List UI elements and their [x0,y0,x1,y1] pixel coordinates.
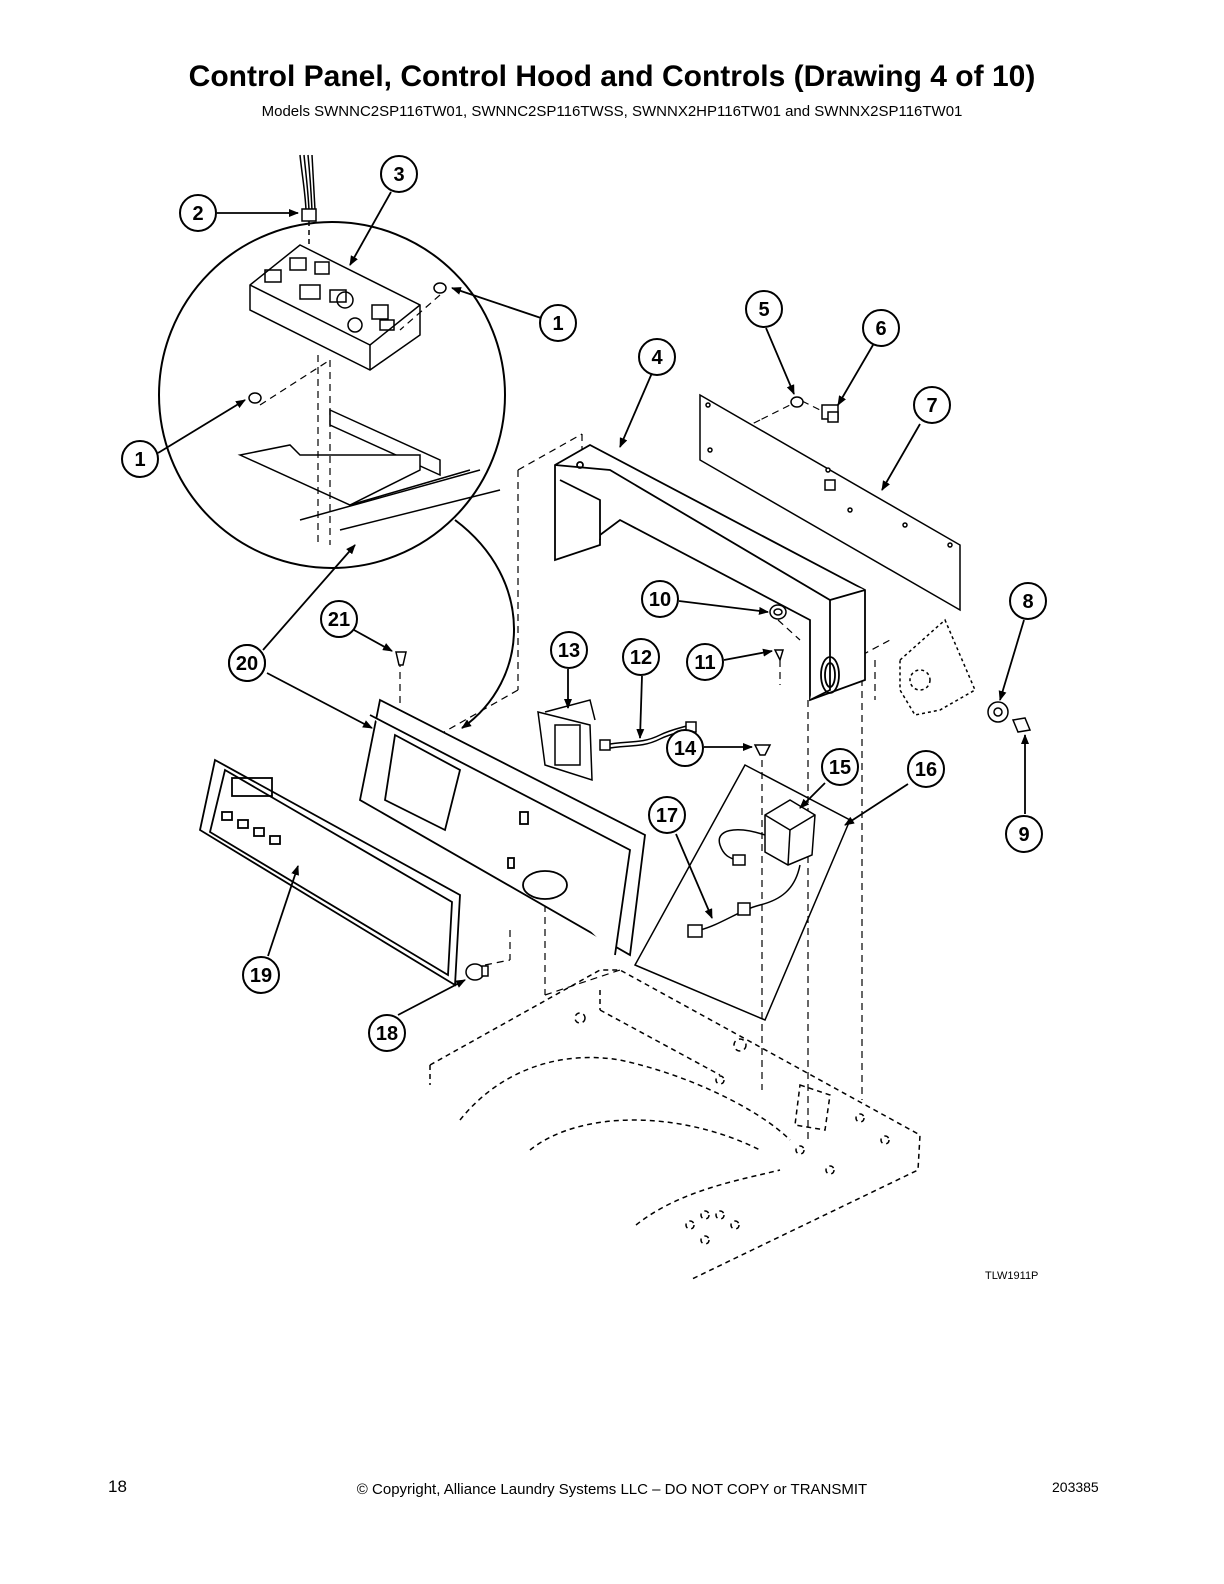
callout-circle [821,748,859,786]
small-screw-parts [395,651,772,756]
transformer-part [764,799,816,866]
callout-7: 7 [913,386,951,424]
callout-1: 1 [121,440,159,478]
harness-part-17 [687,829,801,938]
callout-circle [550,631,588,669]
callout-circle [622,638,660,676]
callout-1: 1 [539,304,577,342]
callout-10: 10 [641,580,679,618]
control-hood-part [554,443,866,702]
alignment-lines [259,294,891,1140]
callout-circle [228,644,266,682]
callout-3: 3 [380,155,418,193]
callout-8: 8 [1009,582,1047,620]
callout-label: 8 [1022,591,1033,613]
callout-label: 17 [656,805,678,827]
page-number: 18 [108,1477,127,1496]
callout-label: 12 [630,647,652,669]
callout-circle [539,304,577,342]
callout-label: 2 [192,203,203,225]
drawing-id: TLW1911P [985,1270,1039,1282]
callout-label: 6 [875,318,886,340]
callout-label: 4 [651,347,663,369]
callout-circle [641,580,679,618]
callout-5: 5 [745,290,783,328]
callout-14: 14 [666,729,704,767]
page-subtitle: Models SWNNC2SP116TW01, SWNNC2SP116TWSS,… [261,103,963,120]
callout-circle [666,729,704,767]
callout-21: 21 [320,600,358,638]
callout-label: 18 [376,1023,398,1045]
callout-15: 15 [821,748,859,786]
callout-circle [380,155,418,193]
detail-leader-curve [454,519,515,729]
callout-circle [368,1014,406,1052]
page-title: Control Panel, Control Hood and Controls… [188,60,1036,93]
clip-and-screw-parts [790,396,839,423]
callout-circle [242,956,280,994]
callout-label: 10 [649,589,671,611]
callout-label: 1 [552,313,563,335]
callout-18: 18 [368,1014,406,1052]
leader-arrows [157,191,1029,1016]
callout-9: 9 [1005,815,1043,853]
callout-circle [913,386,951,424]
callout-circle [862,309,900,347]
callout-12: 12 [622,638,660,676]
callout-4: 4 [638,338,676,376]
callout-layer: 123145678910111213141516171819202021 [121,155,1047,1052]
callout-label: 9 [1018,824,1029,846]
callout-11: 11 [686,643,724,681]
callout-label: 16 [915,759,937,781]
callout-circle [907,750,945,788]
kit-frame-part [633,763,851,1021]
callout-circle [648,796,686,834]
callout-label: 5 [758,299,769,321]
callout-6: 6 [862,309,900,347]
callout-13: 13 [550,631,588,669]
push-knob-part [465,963,489,981]
screw-part [248,282,447,404]
callout-17: 17 [648,796,686,834]
wire-harness-part [299,154,317,245]
knob-part [987,701,1032,733]
callout-circle [745,290,783,328]
callout-circle [179,194,217,232]
cabinet-top-dashed [429,969,921,1281]
callout-circle [1005,815,1043,853]
rear-panel-part [699,393,961,612]
side-plate-part [899,618,976,716]
document-number: 203385 [1052,1479,1099,1495]
callout-label: 14 [674,738,697,760]
callout-label: 3 [393,164,404,186]
callout-label: 20 [236,653,258,675]
nut-and-screw-parts [769,604,787,663]
callout-circle [638,338,676,376]
callout-2: 2 [179,194,217,232]
detail-circle [158,221,506,569]
callout-20: 20 [228,644,266,682]
callout-label: 1 [134,449,145,471]
callout-circle [1009,582,1047,620]
control-console-part [358,698,646,957]
callout-circle [320,600,358,638]
callout-label: 21 [328,609,350,631]
callout-circle [686,643,724,681]
copyright-notice: © Copyright, Alliance Laundry Systems LL… [356,1481,868,1498]
callout-label: 19 [250,965,272,987]
control-board-part [249,244,421,371]
callout-label: 13 [558,640,580,662]
mounting-bracket-part [237,408,501,531]
callout-label: 15 [829,757,851,779]
callout-label: 11 [694,652,715,674]
callout-label: 7 [926,395,937,417]
callout-19: 19 [242,956,280,994]
callout-16: 16 [907,750,945,788]
module-part [537,699,596,782]
callout-circle [121,440,159,478]
